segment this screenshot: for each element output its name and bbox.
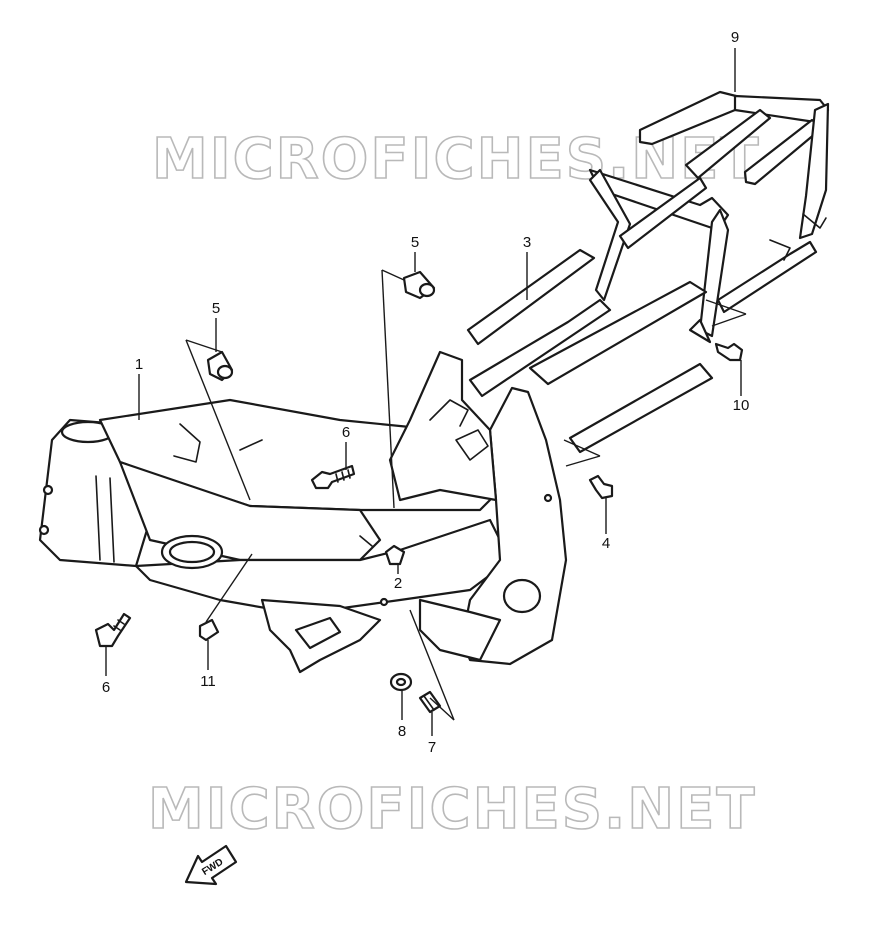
bolt-10 [714,342,744,362]
callout-6-lower: 6 [102,679,110,696]
watermark-bottom: MICROFICHES.NET [148,777,757,842]
callout-5-upper: 5 [411,234,419,251]
callout-6-upper: 6 [342,424,350,441]
bolt-6-upper [310,464,356,490]
cap-11 [198,618,220,642]
callout-3: 3 [523,234,531,251]
callout-8: 8 [398,723,406,740]
callout-5-left: 5 [212,300,220,317]
fwd-arrow: FWD [184,844,238,886]
callout-2: 2 [394,575,402,592]
leader-lines [105,48,747,736]
collar-5-upper [402,270,436,300]
collar-5-left [206,350,234,382]
callout-9: 9 [731,29,739,46]
callout-1: 1 [135,356,143,373]
rear-subframe [466,90,830,454]
bolt-6-lower [94,612,132,648]
cap-2 [384,544,406,566]
callout-4: 4 [602,535,610,552]
callout-7: 7 [428,739,436,756]
bolt-4 [588,474,614,500]
plug-7 [418,690,442,714]
callout-11: 11 [200,673,216,690]
callout-10: 10 [733,397,750,414]
washer-8 [389,672,413,692]
callouts: 9 3 5 5 1 6 10 4 2 6 11 8 7 [102,29,750,756]
